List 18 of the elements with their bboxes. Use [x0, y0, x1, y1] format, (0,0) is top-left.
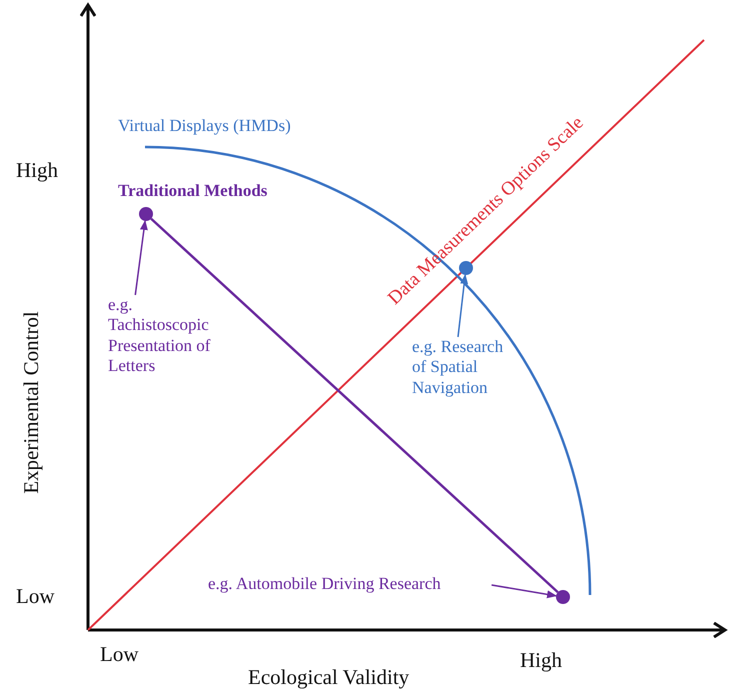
chart-label: Virtual Displays (HMDs)	[118, 116, 291, 136]
axis-title: Experimental Control	[18, 311, 44, 494]
chart-label: Ecological Validity	[248, 665, 410, 690]
arrow	[134, 220, 148, 296]
data-point	[459, 261, 473, 275]
chart-label: High	[16, 158, 58, 183]
data-point	[139, 207, 153, 221]
chart-label: Low	[100, 642, 138, 667]
example-note: e.g. Research of Spatial Navigation	[412, 337, 504, 398]
example-note: e.g. Tachistoscopic Presentation of Letters	[108, 295, 212, 377]
arrow	[457, 274, 468, 338]
connector-line	[150, 218, 559, 594]
data-point	[556, 590, 570, 604]
method-label: Traditional Methods	[118, 181, 268, 201]
example-note: e.g. Automobile Driving Research	[208, 574, 442, 594]
chart-label: High	[520, 648, 562, 673]
chart-label: Low	[16, 584, 54, 609]
arrow	[491, 584, 558, 598]
